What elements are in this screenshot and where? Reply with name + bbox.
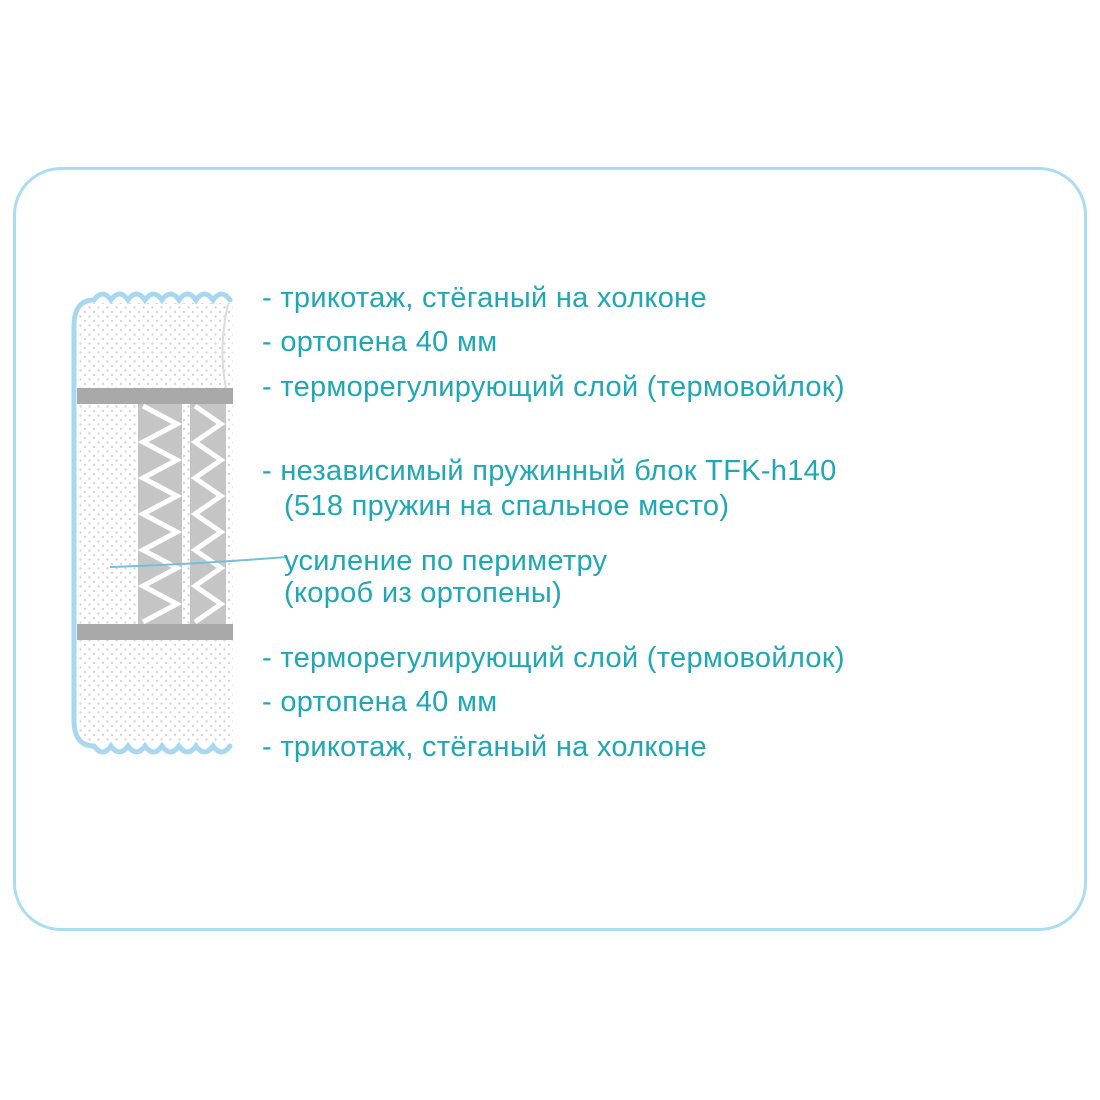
spring-zigzag-right xyxy=(190,403,226,625)
label-knit-top: - трикотаж, стёганый на холконе xyxy=(262,282,707,314)
spring-zigzag-left xyxy=(137,403,183,625)
mattress-outline xyxy=(71,291,233,755)
label-spring-block-line1: - независимый пружинный блок TFK-h140 xyxy=(262,455,837,487)
mattress-cross-section-diagram xyxy=(60,278,240,770)
label-perimeter-line2: (короб из ортопены) xyxy=(284,577,563,609)
label-foam-bottom: - ортопена 40 мм xyxy=(262,686,498,718)
cutaway-curve xyxy=(221,303,229,389)
thermo-layer-top xyxy=(77,388,233,404)
label-thermo-top: - терморегулирующий слой (термовойлок) xyxy=(262,371,845,403)
label-spring-block-line2: (518 пружин на спальное место) xyxy=(284,490,730,522)
label-perimeter-line1: усиление по периметру xyxy=(284,545,608,577)
mattress-diagram-svg xyxy=(71,291,233,755)
perimeter-leader-line xyxy=(105,546,295,576)
label-thermo-bottom: - терморегулирующий слой (термовойлок) xyxy=(262,642,845,674)
label-foam-top: - ортопена 40 мм xyxy=(262,326,498,358)
label-knit-bottom: - трикотаж, стёганый на холконе xyxy=(262,731,707,763)
thermo-layer-bottom xyxy=(77,624,233,640)
